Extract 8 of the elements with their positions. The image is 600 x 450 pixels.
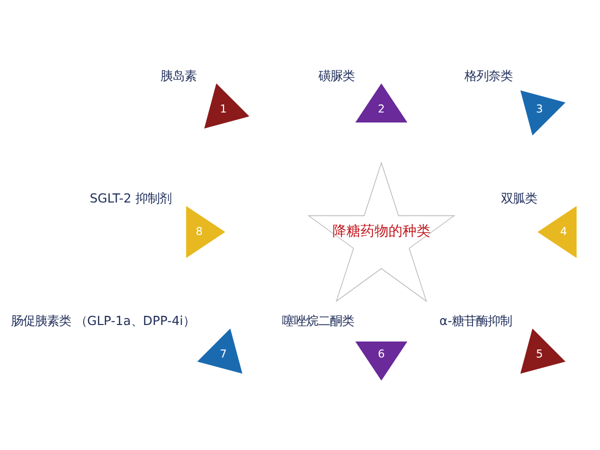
node-label: 胰岛素: [160, 68, 197, 84]
node-label: 格列奈类: [464, 68, 512, 84]
node-label: α-糖苷酶抑制: [439, 313, 512, 328]
node-label: 双胍类: [500, 190, 537, 206]
node-label: 磺脲类: [318, 68, 355, 84]
node-label: SGLT-2 抑制剂: [90, 190, 172, 206]
node-label: 噻唑烷二酮类: [282, 313, 354, 328]
node-label: 肠促胰素类 （GLP-1a、DPP-4i）: [11, 313, 196, 328]
